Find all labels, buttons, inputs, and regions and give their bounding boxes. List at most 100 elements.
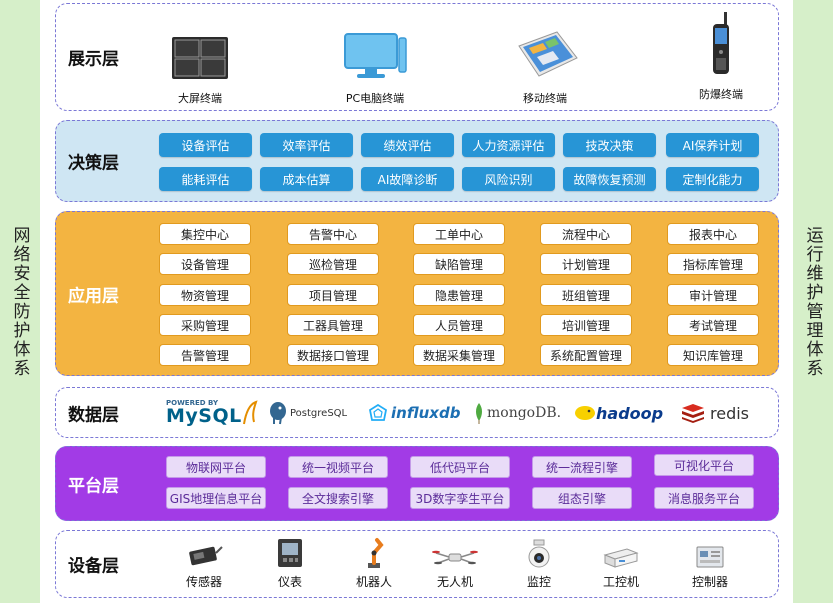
device-layer-title: 设备层 (68, 556, 119, 577)
meter-label: 仪表 (277, 575, 302, 589)
drone-label: 无人机 (436, 575, 473, 589)
explosion-proof-label: 防爆终端 (699, 88, 743, 101)
application-layer-title: 应用层 (68, 286, 119, 306)
app-item[interactable]: 集控中心 (159, 223, 251, 245)
pc-terminal: PC电脑终端 (315, 24, 435, 106)
app-item[interactable]: 隐患管理 (413, 284, 505, 306)
postgresql-logo: PostgreSQL (268, 396, 347, 430)
platform-item[interactable]: 消息服务平台 (654, 487, 754, 509)
decision-item[interactable]: 绩效评估 (361, 133, 454, 157)
controller-icon (680, 535, 740, 569)
drone-device: 无人机 (425, 535, 485, 590)
app-item[interactable]: 采购管理 (159, 314, 251, 336)
app-item[interactable]: 设备管理 (159, 253, 251, 275)
controller-device: 控制器 (680, 535, 740, 590)
mongodb-leaf-icon (476, 403, 482, 424)
controller-label: 控制器 (691, 575, 728, 589)
dolphin-icon (242, 400, 258, 425)
decision-item[interactable]: AI保养计划 (666, 133, 759, 157)
app-item[interactable]: 审计管理 (667, 284, 759, 306)
mongodb-text: mongoDB. (487, 405, 562, 421)
platform-layer: 平台层 物联网平台 统一视频平台 低代码平台 统一流程引擎 可视化平台 GIS地… (55, 446, 779, 521)
decision-item[interactable]: 设备评估 (159, 133, 252, 157)
postgresql-text: PostgreSQL (290, 407, 348, 419)
drone-icon (425, 535, 485, 569)
app-item[interactable]: 数据接口管理 (287, 344, 379, 366)
platform-item[interactable]: 低代码平台 (410, 456, 510, 478)
app-item[interactable]: 巡检管理 (287, 253, 379, 275)
sensor-device: 传感器 (174, 535, 234, 590)
platform-item[interactable]: 3D数字孪生平台 (410, 487, 510, 509)
app-item[interactable]: 流程中心 (540, 223, 632, 245)
app-item[interactable]: 缺陷管理 (413, 253, 505, 275)
camera-device: 监控 (509, 535, 569, 590)
app-item[interactable]: 告警管理 (159, 344, 251, 366)
platform-item[interactable]: 统一流程引擎 (532, 456, 632, 478)
mysql-logo: POWERED BY MySQL (166, 396, 258, 430)
app-item[interactable]: 人员管理 (413, 314, 505, 336)
influxdb-logo: influxdb (369, 396, 460, 430)
app-item[interactable]: 知识库管理 (667, 344, 759, 366)
decision-item[interactable]: 效率评估 (260, 133, 353, 157)
industrial-pc-icon (591, 535, 651, 569)
big-screen-label: 大屏终端 (178, 92, 222, 105)
meter-icon (260, 535, 320, 569)
display-layer-title: 展示层 (68, 49, 119, 70)
hadoop-text: hadoop (596, 403, 664, 423)
app-item[interactable]: 考试管理 (667, 314, 759, 336)
data-layer-title: 数据层 (68, 405, 119, 425)
app-item[interactable]: 培训管理 (540, 314, 632, 336)
meter-device: 仪表 (260, 535, 320, 590)
explosion-proof-terminal: 防爆终端 (661, 10, 781, 102)
hadoop-elephant-icon (575, 406, 595, 420)
app-item[interactable]: 物资管理 (159, 284, 251, 306)
app-item[interactable]: 项目管理 (287, 284, 379, 306)
hadoop-logo: hadoop (574, 396, 663, 430)
mysql-text: MySQL (166, 405, 242, 427)
app-item[interactable]: 报表中心 (667, 223, 759, 245)
display-layer: 展示层 大屏终端 PC电脑终端 (55, 3, 779, 111)
decision-item[interactable]: 人力资源评估 (462, 133, 555, 157)
robot-device: 机器人 (344, 535, 404, 590)
platform-item[interactable]: 组态引擎 (532, 487, 632, 509)
decision-item[interactable]: 能耗评估 (159, 167, 252, 191)
data-layer: 数据层 POWERED BY MySQL PostgreSQL influxdb… (55, 387, 779, 438)
ipc-device: 工控机 (591, 535, 651, 590)
decision-item[interactable]: 技改决策 (563, 133, 656, 157)
app-item[interactable]: 工器具管理 (287, 314, 379, 336)
mobile-terminal: 移动终端 (485, 24, 605, 106)
app-item[interactable]: 数据采集管理 (413, 344, 505, 366)
decision-item[interactable]: 成本估算 (260, 167, 353, 191)
robot-arm-icon (344, 535, 404, 569)
pc-monitor-icon (315, 24, 435, 80)
platform-item[interactable]: GIS地理信息平台 (166, 487, 266, 509)
app-item[interactable]: 告警中心 (287, 223, 379, 245)
pc-terminal-label: PC电脑终端 (345, 92, 405, 105)
platform-item[interactable]: 统一视频平台 (288, 456, 388, 478)
app-item[interactable]: 系统配置管理 (540, 344, 632, 366)
app-item[interactable]: 班组管理 (540, 284, 632, 306)
application-layer: 应用层 集控中心 告警中心 工单中心 流程中心 报表中心 设备管理 巡检管理 缺… (55, 211, 779, 376)
platform-item[interactable]: 物联网平台 (166, 456, 266, 478)
decision-item[interactable]: 故障恢复预测 (563, 167, 656, 191)
decision-layer: 决策层 设备评估 效率评估 绩效评估 人力资源评估 技改决策 AI保养计划 能耗… (55, 120, 779, 202)
redis-logo: redis (681, 396, 749, 430)
device-layer: 设备层 传感器 仪表 (55, 530, 779, 598)
app-item[interactable]: 工单中心 (413, 223, 505, 245)
sensor-icon (174, 535, 234, 569)
mysql-powered-by: POWERED BY (166, 399, 219, 407)
elephant-icon (270, 402, 286, 425)
big-screen-icon (140, 24, 260, 80)
app-item[interactable]: 指标库管理 (667, 253, 759, 275)
platform-item[interactable]: 全文搜索引擎 (288, 487, 388, 509)
decision-item[interactable]: AI故障诊断 (361, 167, 454, 191)
big-screen-terminal: 大屏终端 (140, 24, 260, 106)
influxdb-text: influxdb (391, 404, 461, 422)
app-item[interactable]: 计划管理 (540, 253, 632, 275)
redis-cube-icon (682, 404, 704, 423)
decision-item[interactable]: 定制化能力 (666, 167, 759, 191)
decision-item[interactable]: 风险识别 (462, 167, 555, 191)
camera-label: 监控 (526, 575, 551, 589)
platform-item[interactable]: 可视化平台 (654, 454, 754, 476)
dome-camera-icon (509, 535, 569, 569)
